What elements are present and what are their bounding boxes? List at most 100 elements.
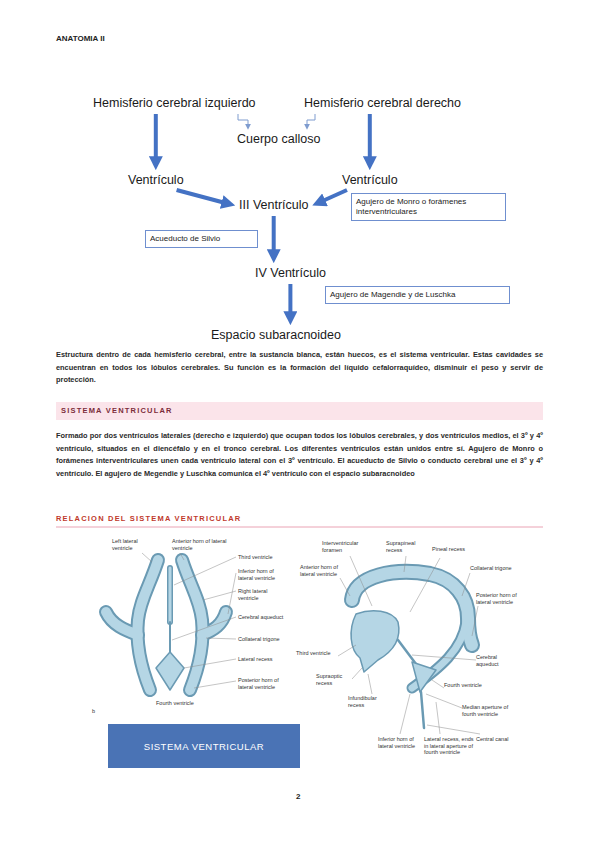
third-ventricle (167, 568, 173, 622)
part-label: Third ventricle (238, 554, 288, 561)
leader-line (174, 557, 236, 585)
node-text: III Ventrículo (239, 198, 308, 213)
part-label: Posterior horn of lateral ventricle (476, 592, 524, 605)
paragraph: Estructura dentro de cada hemisferio cer… (56, 349, 543, 387)
left-lateral-ventricle (138, 560, 159, 690)
leader-line (352, 668, 362, 679)
part-label: Inferior horn of lateral ventricle (238, 568, 288, 581)
thin-arrow (307, 114, 315, 125)
node-text: Agujero de Monro o forámenes interventri… (356, 197, 501, 217)
ventricle-fill (106, 560, 226, 690)
part-label: Central canal (476, 736, 516, 743)
node-text: Cuerpo calloso (237, 132, 320, 147)
section-heading: RELACION DEL SISTEMA VENTRICULAR (56, 514, 242, 523)
node-text: Ventrículo (128, 173, 184, 188)
central-canal (421, 692, 424, 728)
node-text: SISTEMA VENTRICULAR (61, 402, 538, 420)
cerebral-aqueduct (398, 640, 416, 664)
leader-line (472, 606, 478, 636)
node-text: SISTEMA VENTRICULAR (144, 741, 264, 752)
paragraph: Formado por dos ventrículos laterales (d… (56, 430, 543, 480)
flow-arrow (154, 114, 158, 159)
leader-line (432, 680, 444, 688)
part-label: Supraoptic recess (316, 673, 352, 686)
leader-line (426, 694, 462, 708)
leader-line (340, 578, 350, 596)
leader-line (142, 553, 152, 562)
right-lateral-ventricle (182, 560, 203, 690)
part-label: Anterior horn of lateral ventricle (172, 538, 228, 551)
note-box: Agujero de Magendie y de Luschka (325, 286, 510, 304)
section-rule (56, 527, 543, 528)
fourth-ventricle (412, 662, 436, 692)
left-inferior-horn (106, 612, 138, 635)
note-box: Agujero de Monro o forámenes interventri… (351, 193, 506, 221)
leader-lines (338, 556, 480, 734)
flow-text: IV Ventrículo (254, 266, 327, 281)
leader-line (427, 725, 480, 734)
figure-letter: b (92, 708, 95, 715)
part-label: Pineal recess (432, 546, 468, 553)
flow-text: III Ventrículo (238, 198, 309, 213)
leader-line (404, 556, 406, 572)
part-label: Infundibular recess (348, 695, 392, 708)
flow-text: Ventrículo (127, 173, 185, 188)
node-text: Hemisferio cerebral izquierdo (93, 96, 256, 111)
part-label: Cerebral aqueduct (476, 654, 518, 667)
node-text: Ventrículo (342, 173, 398, 188)
flow-text: Hemisferio cerebral izquierdo (92, 96, 257, 111)
leader-line (228, 573, 236, 614)
part-label: Lateral recess (238, 656, 288, 663)
leader-line (206, 638, 236, 639)
leader-line (368, 674, 372, 694)
part-label: Third ventricle (296, 650, 336, 657)
note-box: Acueducto de Silvio (145, 230, 258, 248)
part-label: Suprapineal recess (386, 540, 428, 553)
leader-line (172, 617, 236, 640)
flow-text: Cuerpo calloso (236, 132, 321, 147)
node-text: Acueducto de Silvio (150, 234, 253, 244)
leader-lines (142, 553, 236, 688)
part-label: Collateral trigone (470, 565, 512, 572)
flow-arrow (177, 190, 225, 203)
leader-line (194, 681, 236, 688)
part-label: Posterior horn of lateral ventricle (238, 677, 288, 690)
right-lateral-ventricle (182, 560, 203, 690)
part-label: Lateral recess, ends in lateral aperture… (424, 736, 474, 756)
flow-arrow (323, 190, 348, 201)
flow-arrow (288, 284, 292, 314)
flow-text: Espacio subaracnoideo (210, 328, 342, 343)
fourth-ventricle (156, 652, 184, 690)
part-label: Collateral trigone (238, 636, 288, 643)
part-label: Cerebral aqueduct (238, 614, 288, 621)
section-band: SISTEMA VENTRICULAR (56, 402, 543, 420)
part-label: Left lateral ventricle (112, 538, 152, 551)
caption-box: SISTEMA VENTRICULAR (108, 724, 300, 768)
flow-arrow (272, 216, 276, 252)
flow-arrow (368, 114, 372, 159)
page-header: ANATOMIA II (56, 34, 105, 43)
part-label: Fourth ventricle (156, 700, 200, 707)
leader-line (184, 659, 236, 668)
ventricles-top-view (106, 560, 226, 690)
leader-line (350, 556, 372, 606)
part-label: Interventricular foramen (322, 540, 368, 553)
leader-line (436, 702, 440, 734)
right-inferior-horn (202, 612, 226, 635)
part-label: Median aperture of fourth ventricle (462, 704, 516, 717)
leader-line (410, 558, 440, 612)
leader-line (400, 694, 410, 734)
part-label: Inferior horn of lateral ventricle (378, 736, 422, 749)
part-label: Fourth ventricle (444, 682, 482, 689)
third-ventricle (169, 568, 172, 622)
cerebral-aqueduct (169, 622, 171, 652)
leader-line (203, 591, 236, 600)
flow-text: Hemisferio cerebral derecho (303, 96, 462, 111)
flow-text: Ventrículo (341, 173, 399, 188)
node-text: IV Ventrículo (255, 266, 326, 281)
left-lateral-ventricle (138, 560, 159, 690)
